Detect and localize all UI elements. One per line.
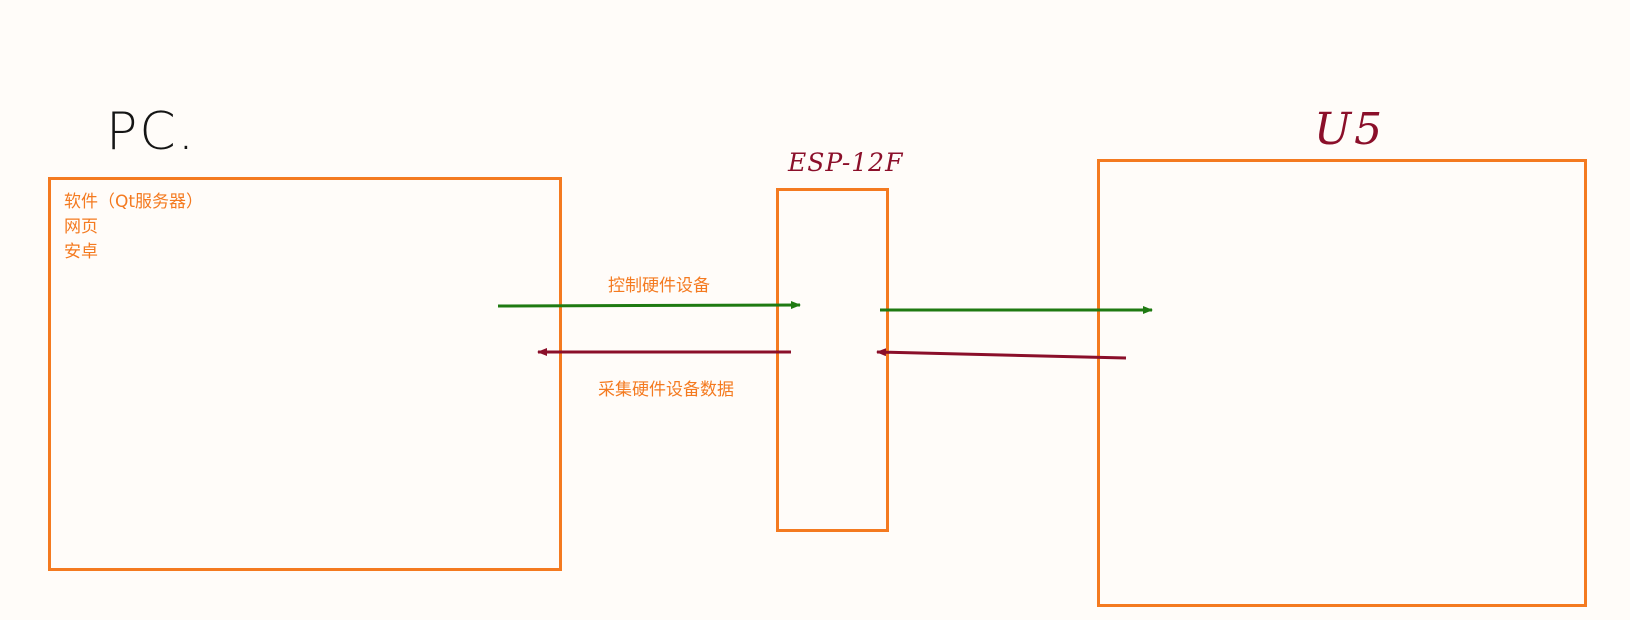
collect-arrow-label: 采集硬件设备数据 — [598, 380, 734, 400]
esp-label: ESP-12F — [788, 148, 904, 177]
pc-capability-list: 软件（Qt服务器） 网页 安卓 — [64, 190, 203, 265]
u5-box — [1097, 159, 1587, 607]
pc-item-android: 安卓 — [64, 242, 98, 262]
esp-box — [776, 188, 889, 532]
pc-item-qt-server: 软件（Qt服务器） — [64, 192, 204, 212]
pc-label: PC. — [106, 102, 197, 162]
u5-label: U5 — [1314, 104, 1386, 155]
pc-box — [48, 177, 562, 571]
pc-item-web: 网页 — [64, 217, 98, 237]
arrow-pc-to-esp — [497, 301, 801, 310]
arrow-u5-to-esp — [876, 348, 1127, 360]
control-arrow-label: 控制硬件设备 — [608, 276, 710, 296]
